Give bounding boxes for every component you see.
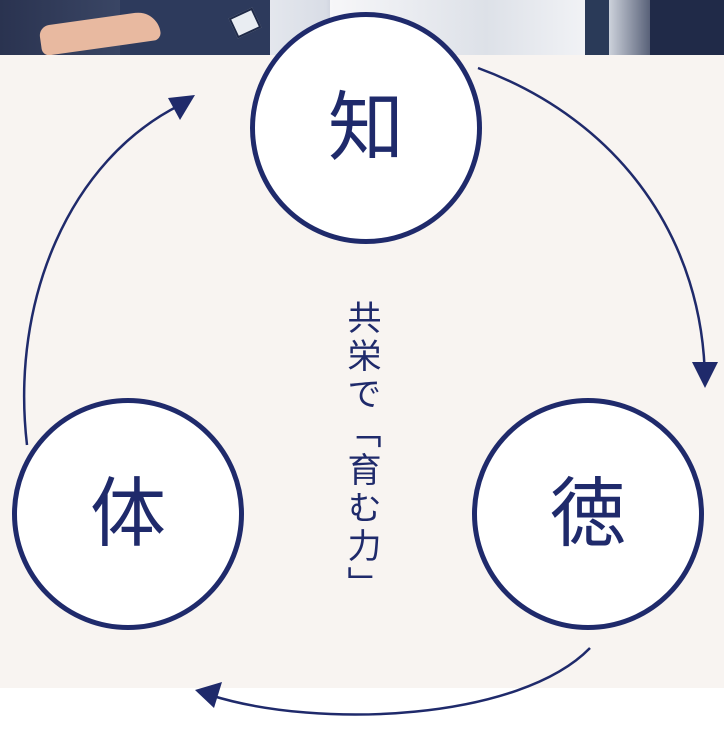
arrowhead-left (195, 682, 222, 708)
arrow-top-to-right (477, 66, 707, 386)
header-photo (0, 0, 724, 55)
photo-coat (650, 0, 724, 55)
arrowhead-right (692, 362, 718, 388)
node-body: 体 (12, 398, 244, 630)
node-virtue: 徳 (472, 398, 704, 630)
arrow-left-to-top (22, 103, 181, 446)
photo-post (585, 0, 609, 55)
center-caption: 共栄で「育む力」 (341, 300, 381, 604)
node-knowledge: 知 (250, 12, 482, 244)
arrow-right-to-left (209, 647, 591, 716)
node-knowledge-label: 知 (328, 83, 404, 172)
node-body-label: 体 (90, 469, 166, 558)
node-virtue-label: 徳 (550, 469, 626, 558)
arrowhead-top (168, 95, 195, 120)
